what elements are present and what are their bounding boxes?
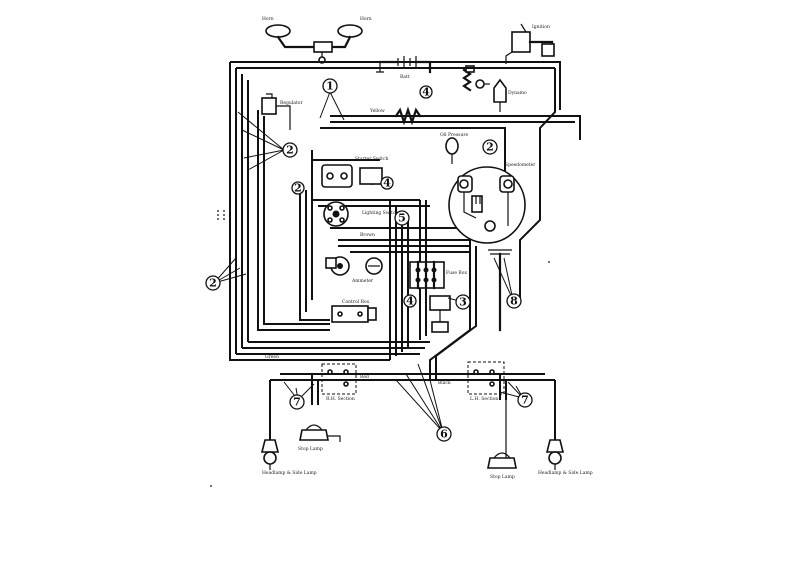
oil-pressure-lamp xyxy=(445,137,459,164)
dynamo xyxy=(493,78,507,112)
callout-2-mid-text: 2 xyxy=(294,182,302,195)
control-box xyxy=(331,305,377,323)
callout-8: 8 xyxy=(506,293,522,309)
starter-switch-label: Starter Switch xyxy=(355,156,388,162)
callout-2-right-text: 2 xyxy=(486,141,494,154)
horn-bracket xyxy=(313,41,333,64)
callout-8-text: 8 xyxy=(510,295,518,308)
speedometer-label: Speedometer xyxy=(505,162,536,168)
ignition-coil-label: Ignition xyxy=(532,24,550,30)
ammeter xyxy=(365,257,383,275)
callout-2-right: 2 xyxy=(482,139,498,155)
instrument-cluster xyxy=(448,166,526,244)
ignition-switch xyxy=(325,256,350,276)
callout-6: 6 xyxy=(436,426,452,442)
starter-switch-box xyxy=(321,164,353,188)
lighting-switch xyxy=(323,201,349,227)
starter-switch xyxy=(462,65,490,92)
callout-7-right-text: 7 xyxy=(521,394,529,407)
lighting-switch-label: Lighting Switch xyxy=(362,210,398,216)
callout-4-mid: 4 xyxy=(380,176,394,190)
ignition-coil xyxy=(505,23,555,64)
battery xyxy=(376,56,432,74)
rh-headlamp-label: Headlamp & Side Lamp xyxy=(262,470,317,476)
lh-stop-label: Stop Lamp xyxy=(490,474,515,480)
callout-2-mid: 2 xyxy=(291,181,305,195)
callout-2-left-text: 2 xyxy=(209,277,217,290)
wiper-motor xyxy=(429,295,451,333)
lh-headlamp xyxy=(545,439,565,470)
callout-3: 3 xyxy=(455,294,471,310)
rh-stop-lamp xyxy=(299,424,341,442)
lh-section xyxy=(467,361,505,395)
fuse-box xyxy=(409,260,445,290)
horn-right-label: Horn xyxy=(360,16,372,22)
callout-1: 1 xyxy=(322,78,338,94)
left-dashed-connectors xyxy=(217,210,237,222)
lh-section-label: L.H. Section xyxy=(470,396,498,402)
wire-label-yellow: Yellow xyxy=(369,108,385,114)
callout-2-left: 2 xyxy=(205,275,221,291)
fuse-box-label: Fuse Box xyxy=(446,270,467,276)
lh-stop-lamp xyxy=(487,400,517,469)
wire-label-green: Green xyxy=(265,354,279,360)
wire-label-red: Red xyxy=(360,374,369,380)
callout-1-text: 1 xyxy=(326,80,334,93)
fuel-gauge xyxy=(359,167,383,185)
callout-7-right: 7 xyxy=(517,392,533,408)
leader-lines xyxy=(213,91,524,433)
resistor xyxy=(394,106,422,126)
callout-7-left-text: 7 xyxy=(293,396,301,409)
callout-6-text: 6 xyxy=(440,428,448,441)
callout-4-low-text: 4 xyxy=(406,295,414,308)
rh-section xyxy=(321,363,357,395)
callout-2-top: 2 xyxy=(282,142,298,158)
callout-5: 5 xyxy=(394,210,410,226)
rh-section-label: R.H. Section xyxy=(326,396,355,402)
right-junction xyxy=(488,249,512,332)
wire-label-black: Black xyxy=(438,380,451,386)
ammeter-label: Ammeter xyxy=(351,278,374,284)
rh-stop-label: Stop Lamp xyxy=(298,446,323,452)
callout-3-text: 3 xyxy=(459,296,467,309)
battery-label: Batt xyxy=(400,74,410,80)
control-box-label: Control Box xyxy=(342,299,370,305)
callout-2-top-text: 2 xyxy=(286,144,294,157)
regulator-label: Regulator xyxy=(280,100,303,106)
rear-harness xyxy=(269,373,556,440)
horn-left-1 xyxy=(265,24,320,49)
wire-label-brown: Brown xyxy=(360,232,375,238)
dynamo-label: Dynamo xyxy=(508,90,527,96)
callout-7-left: 7 xyxy=(289,394,305,410)
oil-gauge-label: Oil Pressure xyxy=(440,132,469,138)
callout-4-low: 4 xyxy=(403,294,417,308)
lh-headlamp-label: Headlamp & Side Lamp xyxy=(538,470,593,476)
callout-4-top: 4 xyxy=(419,85,433,99)
rh-headlamp xyxy=(260,439,280,470)
callout-5-text: 5 xyxy=(398,212,406,225)
callout-4-mid-text: 4 xyxy=(383,177,391,190)
callout-4-top-text: 4 xyxy=(422,86,430,99)
horn-left-label: Horn xyxy=(262,16,274,22)
regulator xyxy=(261,93,291,130)
